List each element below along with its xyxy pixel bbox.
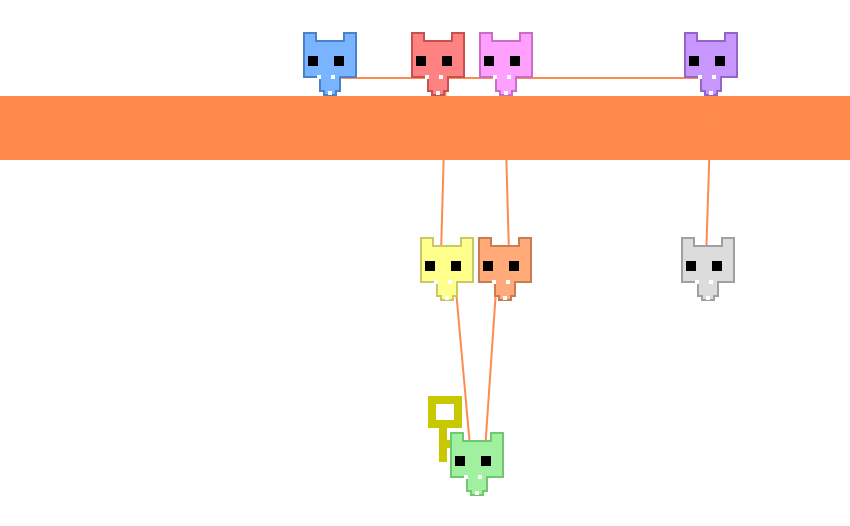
purple-cat-player[interactable] [684, 32, 738, 96]
cat-eye [416, 56, 426, 66]
cat-eye [712, 261, 722, 271]
cat-eye [451, 261, 461, 271]
yellow-cat-player[interactable] [420, 237, 474, 301]
cat-eye [481, 456, 491, 466]
cat-eye [715, 56, 725, 66]
cat-eye [510, 56, 520, 66]
cat-eye [509, 261, 519, 271]
cat-eye [689, 56, 699, 66]
red-cat-player[interactable] [411, 32, 465, 96]
cat-eye [442, 56, 452, 66]
cat-eye [483, 261, 493, 271]
green-cat-player[interactable] [450, 432, 504, 496]
pink-cat-player[interactable] [479, 32, 533, 96]
cat-eye [484, 56, 494, 66]
cat-eye [334, 56, 344, 66]
cat-eye [686, 261, 696, 271]
gray-cat-player[interactable] [681, 237, 735, 301]
platform-bar [0, 96, 850, 160]
cat-eye [425, 261, 435, 271]
cat-eye [308, 56, 318, 66]
cat-eye [455, 456, 465, 466]
blue-cat-player[interactable] [303, 32, 357, 96]
orange-cat-player[interactable] [478, 237, 532, 301]
